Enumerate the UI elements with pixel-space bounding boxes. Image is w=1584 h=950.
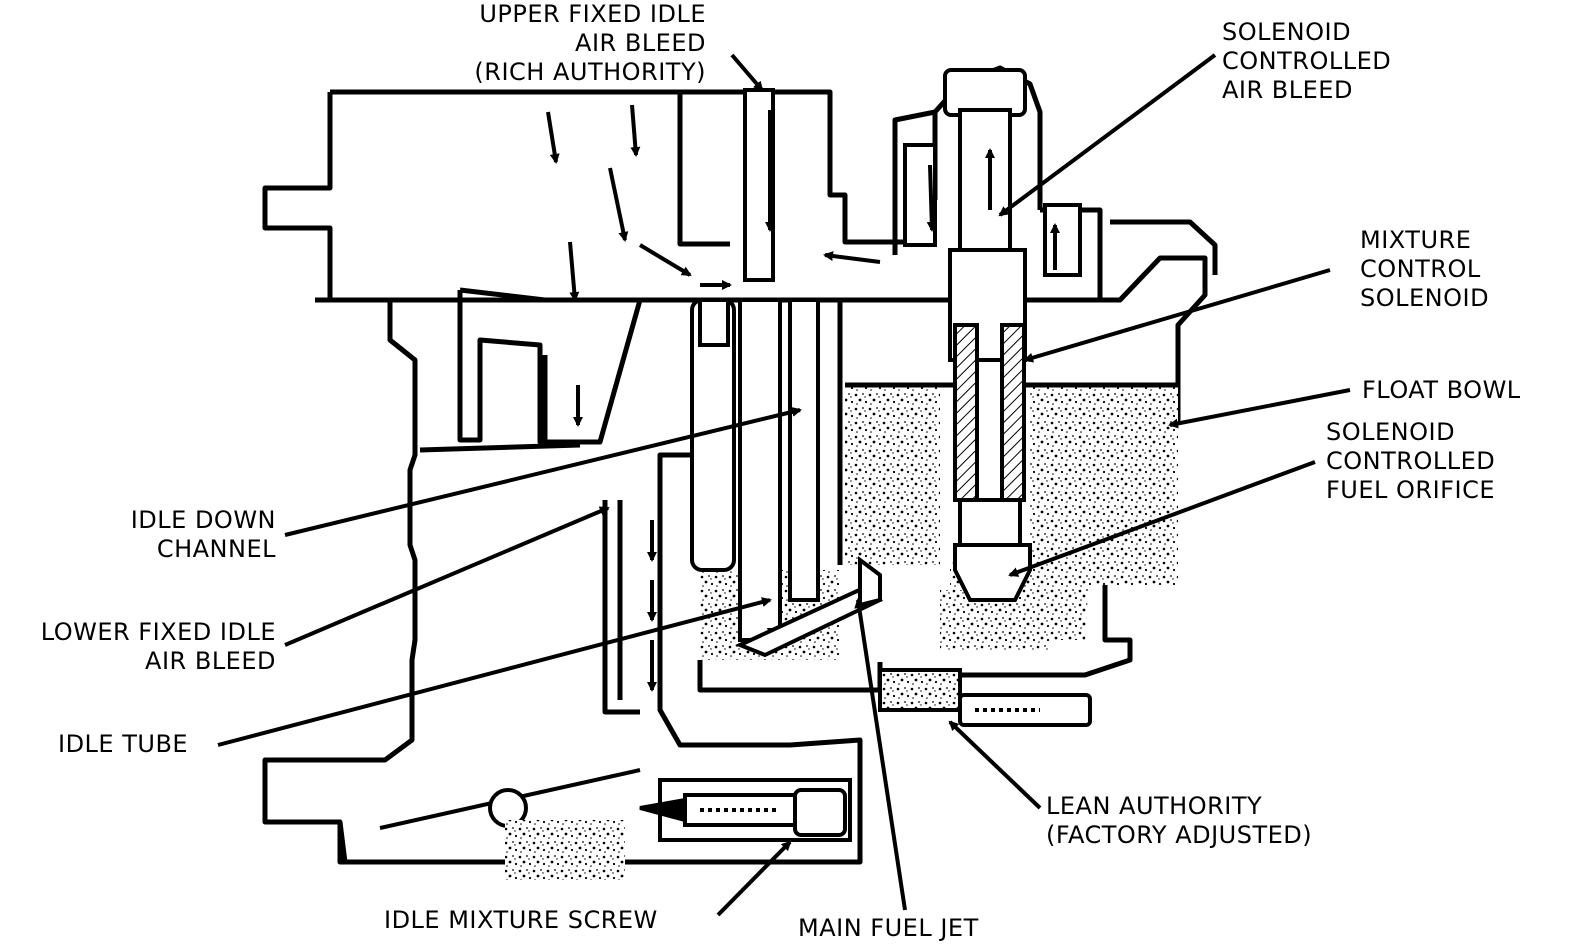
label-float-bowl: FLOAT BOWL [1362, 376, 1521, 404]
lean-authority-screw [878, 668, 1092, 727]
label-idle-down-channel: IDLE DOWN CHANNEL [130, 506, 276, 563]
label-mixture-control-solenoid: MIXTURE CONTROL SOLENOID [1360, 226, 1490, 312]
leader-upper-air-bleed [730, 53, 764, 92]
leader-lower-air-bleed [284, 506, 610, 647]
bowl-fuel-left [845, 385, 940, 565]
main-fuel-jet [734, 556, 883, 658]
label-idle-tube: IDLE TUBE [58, 730, 189, 758]
leader-lean-authority [948, 720, 1042, 810]
idle-tube-assembly [690, 88, 820, 642]
idle-spray [505, 820, 625, 880]
leader-fuel-orifice [1008, 460, 1316, 577]
label-upper-fixed-idle-air-bleed: UPPER FIXED IDLE AIR BLEED (RICH AUTHORI… [474, 0, 706, 86]
leader-main-fuel-jet [854, 598, 907, 911]
label-solenoid-controlled-air-bleed: SOLENOID CONTROLLED AIR BLEED [1222, 18, 1392, 104]
leader-float-bowl [1168, 388, 1351, 429]
label-idle-mixture-screw: IDLE MIXTURE SCREW [384, 906, 658, 934]
bowl-fuel-right [1030, 385, 1178, 585]
label-main-fuel-jet: MAIN FUEL JET [798, 914, 979, 942]
leader-mixture-solenoid [1023, 268, 1331, 363]
label-solenoid-controlled-fuel-orifice: SOLENOID CONTROLLED FUEL ORIFICE [1326, 418, 1496, 504]
leader-idle-mixture-screw [716, 840, 792, 917]
leader-solenoid-air-bleed [998, 53, 1217, 217]
label-lower-fixed-idle-air-bleed: LOWER FIXED IDLE AIR BLEED [40, 618, 276, 675]
mixture-control-solenoid [903, 68, 1082, 602]
airflow-arrows [546, 104, 1060, 692]
leader-lines [217, 53, 1351, 917]
idle-mixture-screw [639, 778, 852, 842]
leader-idle-down-channel [284, 407, 802, 537]
leader-idle-tube [217, 597, 772, 747]
label-lean-authority: LEAN AUTHORITY (FACTORY ADJUSTED) [1046, 792, 1313, 849]
idle-discharge-area [379, 768, 641, 830]
